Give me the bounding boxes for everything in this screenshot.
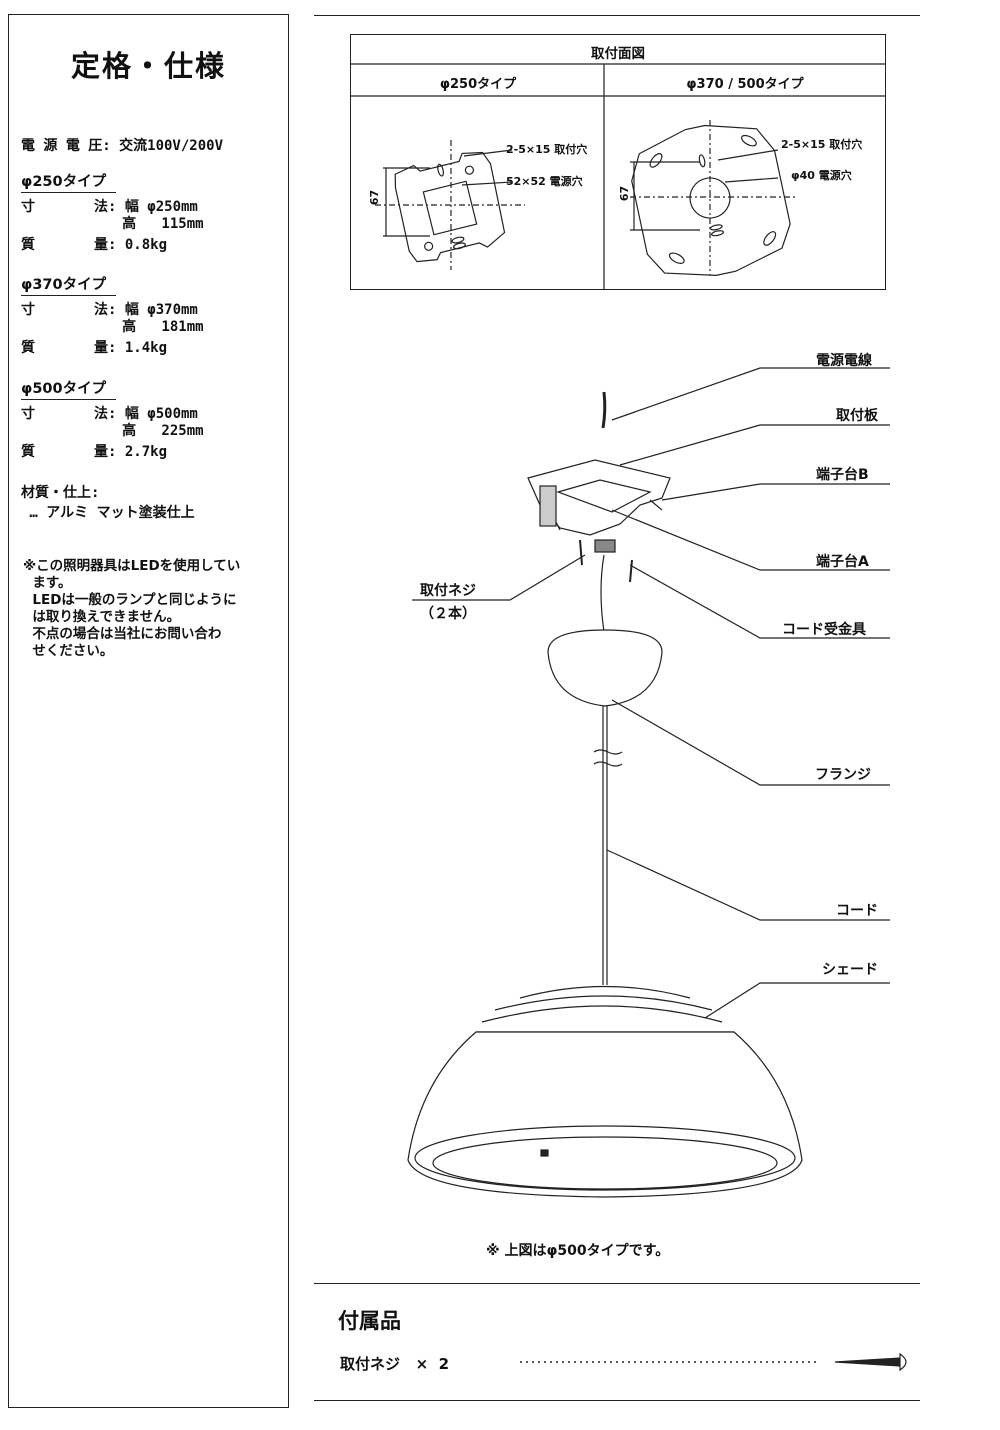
label-mount-plate: 取付板 bbox=[836, 408, 878, 424]
label-terminal-b: 端子台B bbox=[816, 467, 869, 483]
accessory-rule-bottom bbox=[314, 1400, 920, 1401]
spec-mass-370: 質 量: 1.4kg bbox=[21, 340, 168, 356]
terminal-block-a-shape bbox=[594, 539, 616, 553]
note-line: ※この照明器具はLEDを使用してい bbox=[23, 558, 241, 574]
terminal-block-b-shape bbox=[539, 485, 557, 527]
note-line: ます。 bbox=[23, 575, 72, 591]
shade-shape bbox=[407, 1031, 803, 1198]
accessory-item: 取付ネジ × 2 bbox=[340, 1355, 450, 1373]
spec-size-500: 寸 法: 幅 φ500mm bbox=[21, 406, 198, 422]
plate-250 bbox=[394, 151, 506, 263]
note-line: LEDは一般のランプと同じように bbox=[23, 592, 237, 608]
spec-material-label: 材質・仕上: bbox=[21, 485, 100, 501]
left-hole-label: 2-5×15 取付穴 bbox=[506, 143, 588, 156]
flange-shape bbox=[547, 629, 663, 707]
spec-mass-250: 質 量: 0.8kg bbox=[21, 237, 168, 253]
spec-panel: 定格・仕様 電 源 電 圧: 交流100V/200V φ250タイプ 寸 法: … bbox=[8, 14, 289, 1408]
spec-height-250: 高 115mm bbox=[21, 216, 204, 232]
spec-size-250: 寸 法: 幅 φ250mm bbox=[21, 199, 198, 215]
mounting-col-370-500: φ370 / 500タイプ bbox=[686, 77, 804, 92]
spec-voltage: 電 源 電 圧: 交流100V/200V bbox=[21, 138, 224, 154]
note-line: は取り換えできません。 bbox=[23, 609, 181, 625]
spec-height-370: 高 181mm bbox=[21, 319, 204, 335]
led-note: ※この照明器具はLEDを使用してい ます。 LEDは一般のランプと同じように は… bbox=[23, 558, 278, 660]
left-power-label: 52×52 電源穴 bbox=[506, 175, 583, 188]
label-cord: コード bbox=[836, 903, 878, 919]
spec-mass-500: 質 量: 2.7kg bbox=[21, 444, 168, 460]
label-power-wire: 電源電線 bbox=[816, 353, 872, 369]
spec-type-head-250: φ250タイプ bbox=[21, 170, 117, 193]
right-power-label: φ40 電源穴 bbox=[791, 169, 852, 182]
label-shade: シェード bbox=[822, 962, 878, 978]
plate-370-500 bbox=[631, 124, 791, 276]
screw-icon bbox=[834, 1352, 907, 1372]
accessory-rule-top bbox=[314, 1283, 920, 1284]
mounting-diagram: 取付面図 φ250タイプ φ370 / 500タイプ 2-5×15 取付穴 52… bbox=[350, 34, 886, 290]
label-screw: 取付ネジ bbox=[420, 583, 476, 599]
spec-type-head-370: φ370タイプ bbox=[21, 273, 117, 296]
spec-material-value: … アルミ マット塗装仕上 bbox=[21, 505, 195, 521]
spec-size-370: 寸 法: 幅 φ370mm bbox=[21, 302, 198, 318]
label-cord-fitting: コード受金具 bbox=[782, 622, 866, 638]
note-line: せください。 bbox=[23, 643, 114, 659]
top-rule bbox=[314, 15, 920, 16]
note-line: 不点の場合は当社にお問い合わ bbox=[23, 626, 222, 642]
accessories-title: 付属品 bbox=[338, 1309, 401, 1333]
label-terminal-a: 端子台A bbox=[816, 554, 869, 570]
spec-type-head-500: φ500タイプ bbox=[21, 377, 117, 400]
mounting-title: 取付面図 bbox=[591, 46, 645, 62]
label-flange: フランジ bbox=[815, 767, 871, 783]
mounting-col-250: φ250タイプ bbox=[439, 77, 517, 92]
figure-note: ※ 上図はφ500タイプです。 bbox=[486, 1243, 670, 1259]
spec-height-500: 高 225mm bbox=[21, 423, 204, 439]
right-hole-label: 2-5×15 取付穴 bbox=[781, 138, 863, 151]
spec-title: 定格・仕様 bbox=[70, 49, 226, 83]
label-screw-qty: （２本） bbox=[420, 606, 476, 622]
